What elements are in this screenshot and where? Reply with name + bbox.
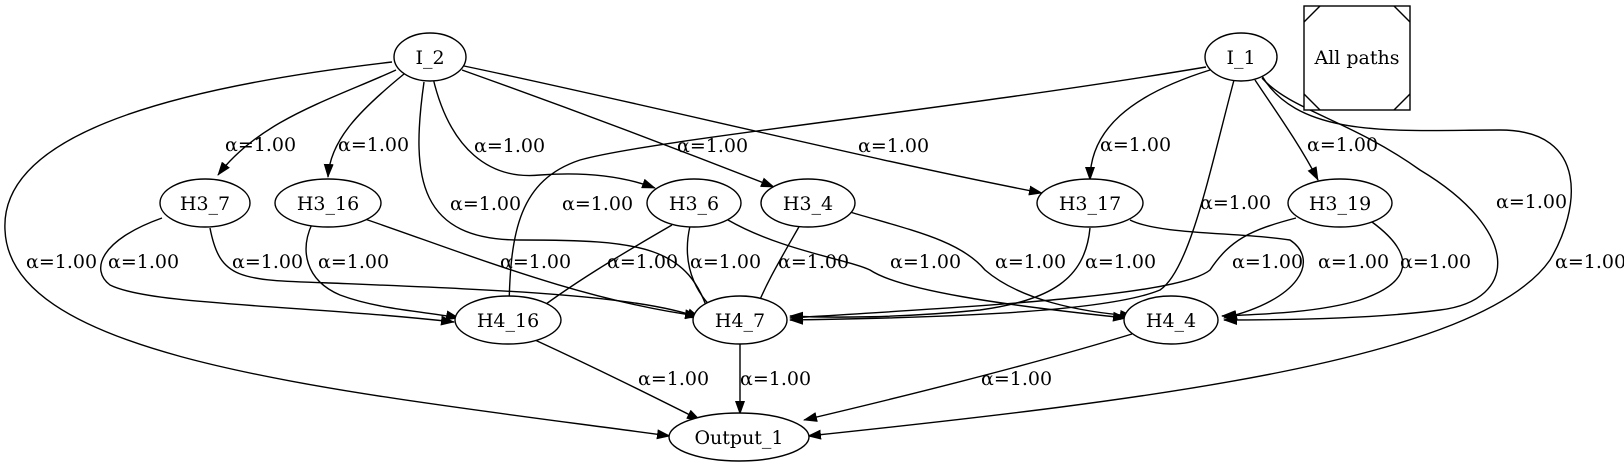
edge-label: α=1.00 [1200,192,1271,214]
legend-box: All paths [1303,5,1411,111]
node-label: H4_16 [477,310,539,332]
edge-label: α=1.00 [1318,251,1389,273]
edge-H3_16-H4_7: α=1.00 [361,217,699,320]
edge-I_2-H3_16: α=1.00 [323,73,409,178]
edge-label: α=1.00 [890,251,961,273]
node-H3_16: H3_16 [274,178,382,228]
edge-H4_4-Output_1: α=1.00 [803,333,1133,422]
edge-label: α=1.00 [1085,251,1156,273]
edge-label: α=1.00 [338,134,409,156]
edge-I_2-H3_17: α=1.00 [463,65,1043,196]
edge-label: α=1.00 [1100,134,1171,156]
edge-label: α=1.00 [740,368,811,390]
edge-label: α=1.00 [1400,251,1471,273]
node-H3_19: H3_19 [1287,178,1393,228]
edge-label: α=1.00 [26,251,97,273]
node-H3_7: H3_7 [159,178,251,228]
edge-H4_7-Output_1: α=1.00 [735,342,811,415]
edge-label: α=1.00 [562,193,633,215]
edge-label: α=1.00 [225,134,296,156]
edge-H3_7-H4_7: α=1.00 [209,227,701,319]
edge-H3_4-H4_4: α=1.00 [849,211,1134,321]
edge-label: α=1.00 [108,251,179,273]
edge-H3_17-H4_7: α=1.00 [789,227,1156,322]
node-label: H3_17 [1059,193,1121,215]
edge-H3_17-H4_4: α=1.00 [1129,219,1389,320]
edges-layer: α=1.00 α=1.00 α=1.00 α=1.00 α=1.00 α=1.0… [4,61,1624,440]
edge-label: α=1.00 [638,368,709,390]
edge-H3_19-H4_4: α=1.00 [1221,221,1471,321]
node-H3_4: H3_4 [760,178,856,228]
edge-label: α=1.00 [778,251,849,273]
edge-I_2-Output_1: α=1.00 [4,61,671,440]
edge-label: α=1.00 [450,193,521,215]
legend-label: All paths [1313,47,1399,69]
node-label: H4_4 [1146,310,1196,332]
edge-I_2-H3_6: α=1.00 [432,77,656,189]
edge-label: α=1.00 [474,135,545,157]
edge-H3_7-H4_16: α=1.00 [100,217,455,326]
node-label: Output_1 [694,427,783,449]
edge-H3_16-H4_16: α=1.00 [305,223,460,321]
node-label: H3_7 [180,193,230,215]
edge-I_1-H4_7: α=1.00 [789,79,1271,325]
node-label: H3_19 [1309,193,1371,215]
edge-I_2-H3_4: α=1.00 [461,69,775,188]
edge-I_1-H4_4: α=1.00 [1223,77,1567,325]
edge-label: α=1.00 [1496,191,1567,213]
edge-label: α=1.00 [318,251,389,273]
edge-label: α=1.00 [858,135,929,157]
node-label: I_1 [1226,47,1255,69]
edge-label: α=1.00 [1555,251,1624,273]
edge-label: α=1.00 [981,368,1052,390]
edge-label: α=1.00 [690,251,761,273]
node-H4_4: H4_4 [1123,295,1219,345]
node-I_2: I_2 [393,32,467,82]
edge-I_1-H3_19: α=1.00 [1254,79,1378,181]
node-H3_6: H3_6 [646,178,742,228]
node-H4_7: H4_7 [692,295,788,345]
edge-H4_16-Output_1: α=1.00 [534,339,709,421]
edge-I_1-H4_16: α=1.00 [504,66,1207,311]
node-label: I_2 [415,47,444,69]
node-label: H3_4 [783,193,833,215]
edge-I_2-H4_7: α=1.00 [418,81,712,319]
edge-I_2-H3_7: α=1.00 [217,69,397,176]
node-label: H4_7 [715,310,765,332]
edge-H3_19-H4_7: α=1.00 [789,217,1303,323]
node-label: H3_6 [669,193,719,215]
edge-label: α=1.00 [1307,134,1378,156]
node-label: H3_16 [297,193,359,215]
node-I_1: I_1 [1204,32,1278,82]
nodes-layer: I_2 I_1 H3_7 H3_16 H3_6 H3_4 H3_17 H3_1 [159,32,1393,462]
edge-label: α=1.00 [607,251,678,273]
edge-label: α=1.00 [232,251,303,273]
edge-label: α=1.00 [500,251,571,273]
edge-I_1-H3_17: α=1.00 [1085,69,1211,181]
node-H4_16: H4_16 [454,295,562,345]
node-Output_1: Output_1 [668,412,810,462]
edge-I_1-Output_1: α=1.00 [807,75,1624,440]
edge-label: α=1.00 [677,135,748,157]
edge-label: α=1.00 [1232,251,1303,273]
node-H3_17: H3_17 [1036,178,1144,228]
edge-label: α=1.00 [995,251,1066,273]
